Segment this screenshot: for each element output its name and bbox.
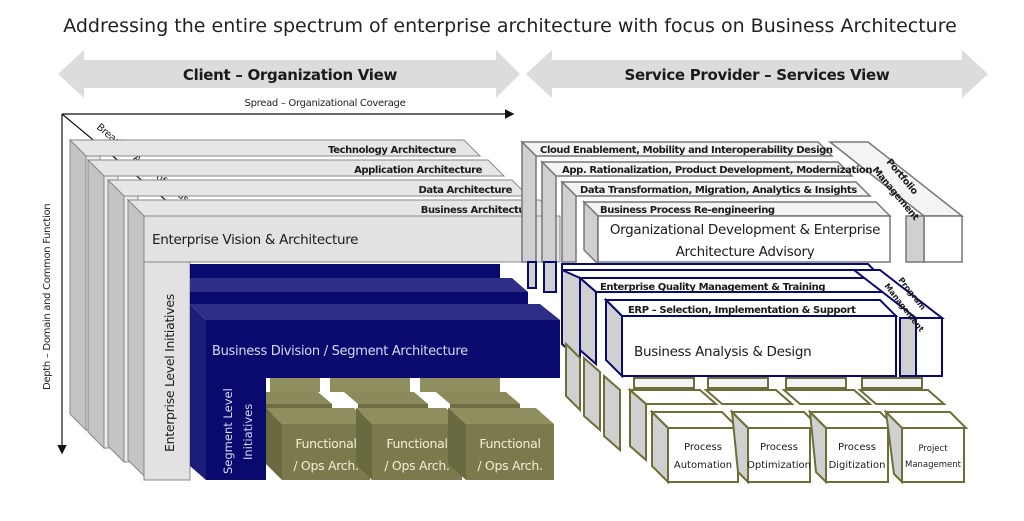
services-view-band: Service Provider – Services View [526,50,988,98]
functional-block-2-line2: / Ops Arch. [384,458,449,473]
process-optimization-line2: Optimization [747,460,811,471]
process-optimization-line1: Process [760,442,798,453]
functional-block-2-line1: Functional [386,436,447,451]
service-business-process-reengineering: Business Process Re-engineering [600,205,775,216]
business-analysis-label: Business Analysis & Design [634,344,811,360]
segment-level-column [206,378,266,480]
enterprise-vision-block [143,215,561,263]
layer-business-architecture: Business Architecture [421,205,537,216]
service-cloud-enablement: Cloud Enablement, Mobility and Interoper… [540,145,833,156]
project-management-line2: Management [905,460,962,470]
strategic-layer-slabs [520,140,965,266]
org-development-line1: Organizational Development & Enterprise [610,222,880,238]
layer-technology-architecture: Technology Architecture [328,145,456,156]
org-development-line2: Architecture Advisory [676,244,815,260]
project-management-line1: Project [918,444,948,454]
functional-block-3-line1: Functional [479,436,540,451]
delivery-layer-slabs [527,261,945,379]
functional-block-1-line1: Functional [295,436,356,451]
process-back-columns [565,341,947,463]
functional-block-1-line2: / Ops Arch. [293,458,358,473]
services-view-label: Service Provider – Services View [625,66,890,84]
process-block-project-management [883,409,969,485]
business-division-stack [190,264,560,380]
enterprise-level-column [143,261,191,481]
service-erp: ERP – Selection, Implementation & Suppor… [628,305,856,316]
architecture-layer-slabs [68,138,558,478]
functional-block-3: Functional / Ops Arch. [448,408,554,480]
segment-level-side [190,366,206,480]
process-digitization-line2: Digitization [829,460,886,471]
layer-data-architecture: Data Architecture [418,185,512,196]
service-app-rationalization: App. Rationalization, Product Developmen… [562,165,872,176]
depth-axis-label: Depth – Domain and Common Function [42,204,53,390]
enterprise-vision-label: Enterprise Vision & Architecture [152,232,358,248]
process-digitization-line1: Process [838,442,876,453]
business-division-label: Business Division / Segment Architecture [212,344,468,359]
functional-block-3-line2: / Ops Arch. [477,458,542,473]
page-title: Addressing the entire spectrum of enterp… [63,15,957,37]
segment-level-label-2: Initiatives [241,404,255,460]
process-automation-line1: Process [684,442,722,453]
service-data-transformation: Data Transformation, Migration, Analytic… [580,185,857,196]
client-view-band: Client – Organization View [58,50,520,98]
spread-axis-label: Spread – Organizational Coverage [245,98,406,109]
service-quality-management: Enterprise Quality Management & Training [600,282,825,293]
process-block-automation [649,409,741,485]
functional-block-1: Functional / Ops Arch. [266,408,370,480]
process-block-digitization [807,409,899,485]
client-view-label: Client – Organization View [183,66,398,84]
process-automation-line2: Automation [674,460,732,471]
functional-block-2: Functional / Ops Arch. [356,408,462,480]
layer-application-architecture: Application Architecture [354,165,483,176]
enterprise-level-label: Enterprise Level Initiatives [162,294,177,452]
segment-level-label-1: Segment Level [221,388,235,474]
